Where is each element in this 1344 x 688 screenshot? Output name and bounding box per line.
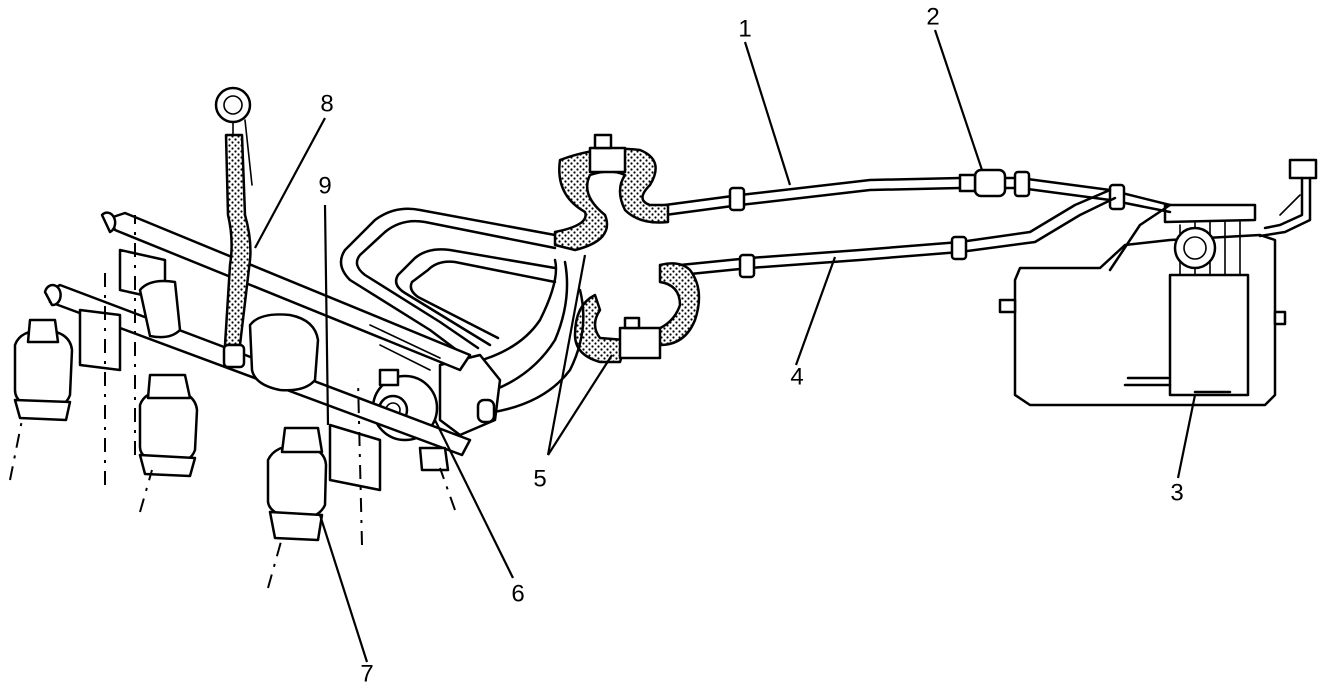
callout-2: 2 [926, 3, 939, 30]
injector-b [138, 373, 199, 478]
fuel-tank [998, 158, 1318, 407]
injector-f [418, 446, 450, 472]
callout-8: 8 [320, 90, 333, 117]
injector-c [138, 279, 182, 339]
leader-lines [254, 29, 1197, 663]
pressure-gauge-assembly [214, 86, 253, 369]
callout-1: 1 [738, 15, 751, 42]
fuel-injectors [13, 279, 450, 542]
callout-7: 7 [360, 660, 373, 687]
callout-6: 6 [511, 580, 524, 607]
injector-a [13, 318, 74, 422]
callout-4: 4 [790, 363, 803, 390]
engine-fuel-lines [339, 207, 585, 417]
fuel-filter [958, 168, 1007, 198]
fuel-pump-module [1123, 203, 1257, 397]
fuel-return-line [678, 188, 1172, 279]
injector-centerlines [9, 215, 456, 589]
callout-3: 3 [1170, 479, 1183, 506]
callout-5: 5 [533, 465, 546, 492]
callout-9: 9 [318, 172, 331, 199]
fuel-hoses [553, 133, 701, 364]
injector-e [266, 426, 328, 542]
callout-labels: 1 2 3 4 5 6 7 8 9 [318, 3, 1183, 687]
injector-d [248, 313, 320, 392]
